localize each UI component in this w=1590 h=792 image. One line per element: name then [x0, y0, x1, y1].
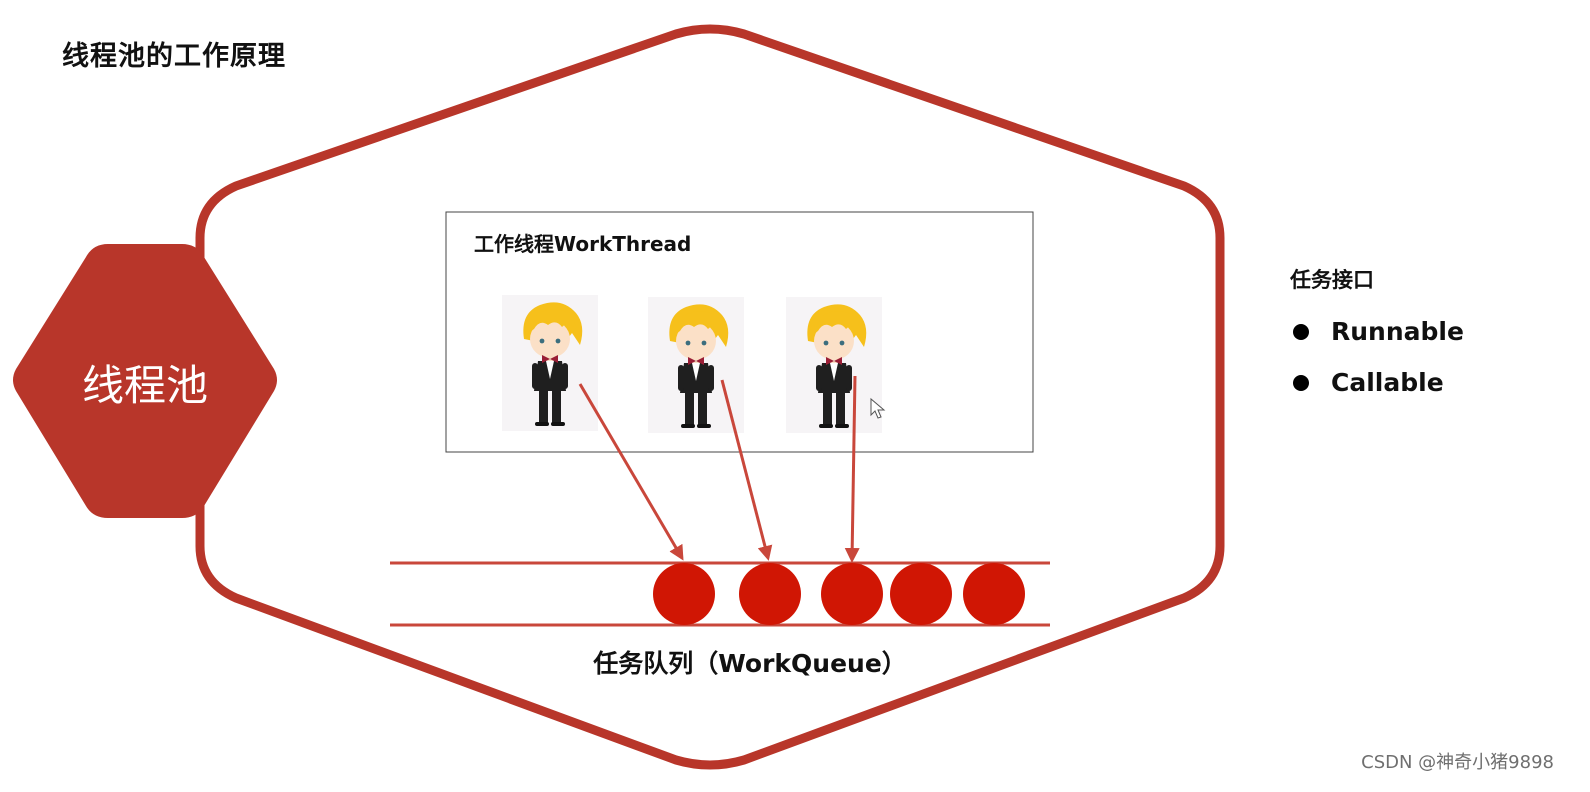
worker-figure-1: [502, 295, 598, 431]
interface-item-runnable: Runnable: [1290, 306, 1560, 357]
task-interface-title: 任务接口: [1290, 268, 1374, 292]
fetch-arrow-1: [578, 383, 684, 561]
thread-pool-label: 线程池: [81, 361, 208, 410]
interface-item-callable: Callable: [1290, 357, 1560, 408]
bullet-icon: [1293, 374, 1309, 391]
task-item-2: [739, 563, 801, 625]
mouse-cursor-icon: [870, 397, 886, 419]
worker-figure-3: [786, 297, 882, 433]
interface-item-label: Callable: [1331, 368, 1444, 397]
fetch-arrow-2: [720, 379, 773, 561]
thread-pool-boundary: [195, 24, 1225, 770]
bullet-icon: [1293, 323, 1309, 340]
fetch-arrow-3: [844, 375, 860, 563]
interface-item-label: Runnable: [1331, 317, 1464, 346]
task-item-5: [963, 563, 1025, 625]
thread-pool-hexagon: [13, 244, 277, 518]
task-item-4: [890, 563, 952, 625]
watermark: CSDN @神奇小猪9898: [1361, 752, 1554, 773]
task-item-3: [821, 563, 883, 625]
task-queue-label: 任务队列（WorkQueue）: [593, 649, 907, 678]
task-item-1: [653, 563, 715, 625]
worker-thread-title: 工作线程WorkThread: [474, 232, 692, 256]
task-interface-panel: 任务接口 Runnable Callable: [1290, 264, 1560, 408]
page-title: 线程池的工作原理: [62, 41, 286, 72]
